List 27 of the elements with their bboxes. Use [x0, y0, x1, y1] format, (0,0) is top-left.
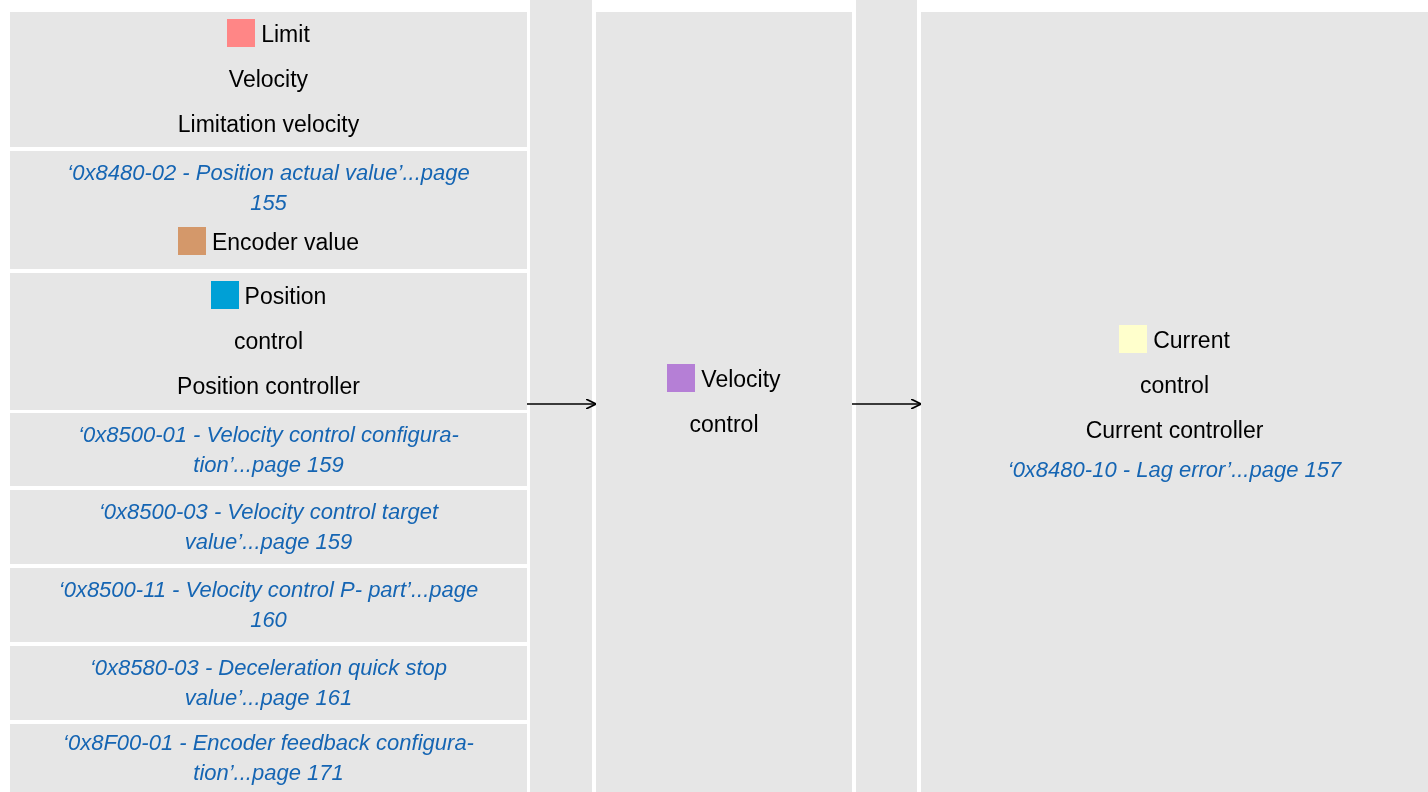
- heading: Encoder value: [177, 219, 359, 265]
- page-reference: ‘0x8580-03 - Deceleration quick stop value’...page 161: [88, 654, 449, 712]
- table-cell: [10, 646, 527, 720]
- cell-text: Current controller: [1085, 415, 1264, 445]
- page-reference: ‘0x8F00-01 - Encoder feedback configura- tion’...page 171: [62, 729, 475, 787]
- table-cell: [10, 151, 527, 269]
- page-reference: ‘0x8500-03 - Velocity control target value’...page 159: [97, 498, 440, 556]
- arrow: [526, 397, 597, 411]
- heading: Velocity control: [644, 357, 804, 447]
- table-cell: [10, 490, 527, 564]
- table-cell: [10, 413, 527, 486]
- table-cell: [10, 568, 527, 642]
- page-reference: ‘0x8480-02 - Position actual value’...page 155: [66, 158, 471, 217]
- heading: Current control: [1094, 317, 1255, 408]
- page-reference: ‘0x8500-01 - Velocity control configura- tion’...page 159: [77, 420, 460, 479]
- page-reference: ‘0x8500-11 - Velocity control P- part’...page 160: [57, 576, 480, 634]
- table-cell: [10, 273, 527, 410]
- heading: Position control: [188, 274, 349, 364]
- table-cell: [10, 724, 527, 792]
- table-cell: [10, 12, 527, 147]
- cell-text: Position controller: [177, 372, 360, 401]
- table-cell: [921, 12, 1428, 792]
- heading: Limit Velocity: [226, 18, 311, 94]
- table-cell: [596, 12, 852, 792]
- cell-text: Limitation velocity: [177, 110, 360, 139]
- arrow: [851, 397, 922, 411]
- page-reference: ‘0x8480-10 - Lag error’...page 157: [1007, 455, 1342, 484]
